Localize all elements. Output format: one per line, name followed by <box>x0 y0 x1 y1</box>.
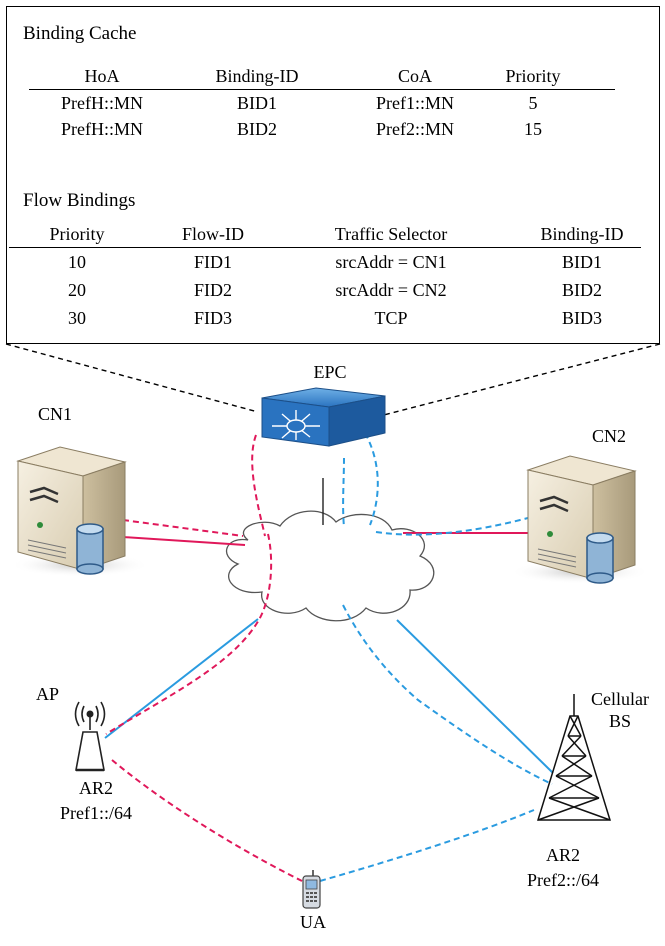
fb-header-flow-id: Flow-ID <box>182 224 244 244</box>
fb-row2-flow-id: FID2 <box>193 280 233 300</box>
zoom-line-right <box>371 343 661 419</box>
bc-row1-coa: Pref1::MN <box>376 93 454 113</box>
cellular-tower-icon[interactable] <box>536 694 612 821</box>
fb-row1-priority: 10 <box>68 252 86 272</box>
fb-row3-binding-id: BID3 <box>562 308 602 328</box>
ar-left-label: AR2 <box>78 778 114 798</box>
cn1-server-icon[interactable] <box>10 446 150 577</box>
bc-row2-priority: 15 <box>524 119 542 139</box>
bc-header-priority: Priority <box>505 66 561 86</box>
cn1-cloud-link <box>122 536 246 546</box>
fb-header-rule <box>9 247 641 248</box>
binding-tables-panel: Binding Cache HoA Binding-ID CoA Priorit… <box>6 6 660 344</box>
fb-row2-binding-id: BID2 <box>562 280 602 300</box>
zoom-line-left <box>5 343 259 413</box>
fb-row1-binding-id: BID1 <box>562 252 602 272</box>
pref2-label: Pref2::/64 <box>527 870 599 890</box>
flow-bindings-title: Flow Bindings <box>23 190 136 211</box>
internet-cloud <box>226 510 435 622</box>
flow-path-pref2 <box>319 432 553 882</box>
ua-phone-icon[interactable] <box>302 870 321 909</box>
pref1-label: Pref1::/64 <box>60 803 132 823</box>
fb-header-priority: Priority <box>49 224 105 244</box>
fb-row1-traffic-selector: srcAddr = CN1 <box>335 252 447 272</box>
bc-header-rule <box>29 89 615 90</box>
fb-row1-flow-id: FID1 <box>193 252 233 272</box>
fb-row3-traffic-selector: TCP <box>374 308 408 328</box>
fb-header-binding-id: Binding-ID <box>540 224 624 244</box>
epc-label: EPC <box>313 362 347 382</box>
flow-path-pref1 <box>105 434 303 882</box>
cn2-label: CN2 <box>592 426 627 446</box>
bc-row2-binding-id: BID2 <box>237 119 277 139</box>
bc-row1-binding-id: BID1 <box>237 93 277 113</box>
ar-right-label: AR2 <box>545 845 581 865</box>
bc-header-hoa: HoA <box>84 66 120 86</box>
cn2-server-icon[interactable] <box>510 455 650 584</box>
ap-router-icon[interactable] <box>74 701 106 772</box>
bs-label: BS <box>608 711 632 731</box>
binding-cache-title: Binding Cache <box>23 23 137 44</box>
ua-label: UA <box>300 912 326 932</box>
bc-header-coa: CoA <box>397 66 433 86</box>
fb-row2-priority: 20 <box>68 280 86 300</box>
epc-switch-icon[interactable] <box>261 387 386 447</box>
fb-row3-priority: 30 <box>68 308 86 328</box>
bc-row1-priority: 5 <box>528 93 538 113</box>
fb-row3-flow-id: FID3 <box>193 308 233 328</box>
fb-header-traffic-selector: Traffic Selector <box>334 224 448 244</box>
bc-row1-hoa: PrefH::MN <box>61 93 143 113</box>
bc-row2-hoa: PrefH::MN <box>61 119 143 139</box>
bs-cloud-link <box>396 619 554 774</box>
fb-row2-traffic-selector: srcAddr = CN2 <box>335 280 447 300</box>
cn1-label: CN1 <box>38 404 73 424</box>
ap-label: AP <box>36 684 60 704</box>
cellular-label: Cellular <box>591 689 649 709</box>
bc-row2-coa: Pref2::MN <box>376 119 454 139</box>
bc-header-binding-id: Binding-ID <box>215 66 299 86</box>
